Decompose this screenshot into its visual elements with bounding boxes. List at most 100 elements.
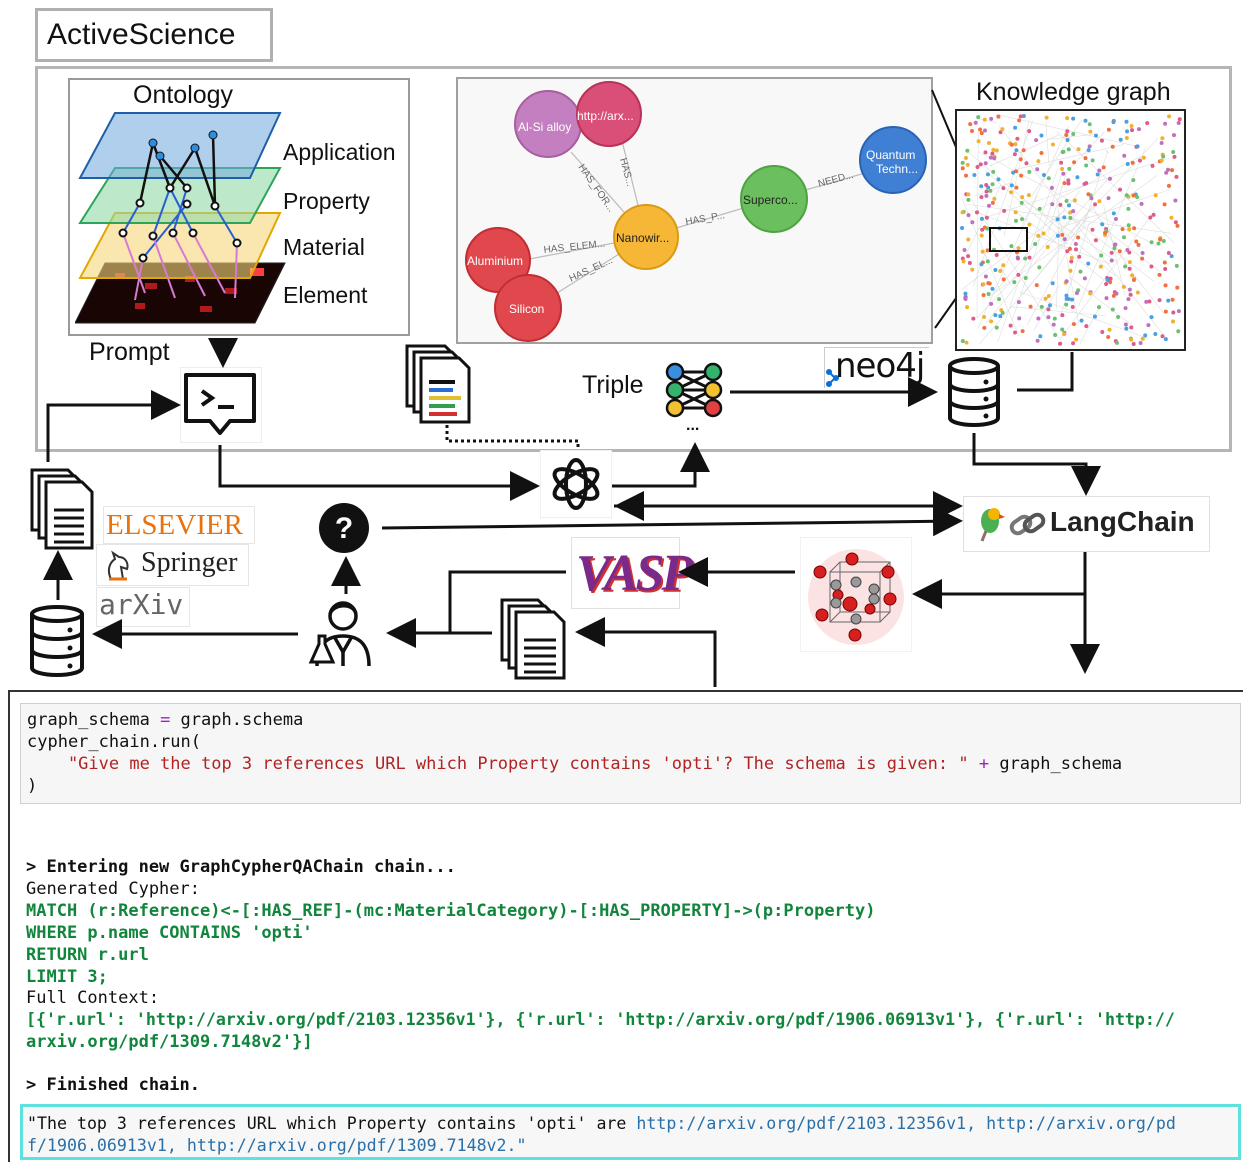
kg-node bbox=[1034, 138, 1039, 143]
kg-node bbox=[967, 260, 972, 265]
kg-node bbox=[1066, 147, 1071, 152]
kg-node bbox=[993, 267, 998, 272]
kg-node bbox=[996, 177, 1001, 182]
kg-edge bbox=[1003, 118, 1030, 237]
code-line-1: graph_schema = graph.schema bbox=[27, 710, 303, 730]
arxiv-logo: arXiv bbox=[96, 587, 190, 627]
kg-node bbox=[1065, 116, 1070, 121]
ontology-panel bbox=[68, 78, 410, 336]
kg-node bbox=[1140, 336, 1145, 341]
kg-node bbox=[1129, 128, 1134, 133]
kg-node bbox=[1035, 167, 1040, 172]
kg-edge bbox=[1021, 125, 1069, 228]
kg-node bbox=[1070, 305, 1075, 310]
kg-edge bbox=[1104, 149, 1110, 154]
ontology-title: Ontology bbox=[133, 81, 234, 109]
output-entering: > Entering new GraphCypherQAChain chain.… bbox=[26, 857, 456, 877]
kg-node bbox=[1033, 241, 1038, 246]
kg-node bbox=[1124, 136, 1129, 141]
notebook-output-frame bbox=[8, 690, 1243, 1162]
kg-node bbox=[1051, 322, 1056, 327]
kg-node bbox=[1114, 340, 1119, 345]
kg-node bbox=[1161, 154, 1166, 159]
kg-node bbox=[1110, 307, 1115, 312]
kg-node bbox=[980, 249, 985, 254]
kg-node bbox=[1000, 127, 1005, 132]
kg-node bbox=[1147, 299, 1152, 304]
kg-node bbox=[1060, 327, 1065, 332]
literature-database-icon bbox=[30, 605, 84, 677]
kg-node bbox=[1066, 178, 1071, 183]
kg-node bbox=[1176, 121, 1181, 126]
kg-node bbox=[1176, 309, 1181, 314]
kg-node bbox=[1123, 322, 1128, 327]
kg-node bbox=[1169, 254, 1174, 259]
kg-node bbox=[1023, 256, 1028, 261]
elsevier-text: ELSEVIER bbox=[106, 509, 243, 541]
kg-node bbox=[979, 262, 984, 267]
kg-node bbox=[1015, 136, 1020, 141]
answer-end-quote: " bbox=[516, 1136, 527, 1155]
kg-node bbox=[966, 237, 971, 242]
kg-node bbox=[1016, 272, 1021, 277]
kg-node bbox=[1158, 237, 1163, 242]
kg-edge bbox=[961, 197, 1019, 337]
kg-node bbox=[1140, 250, 1145, 255]
kg-node bbox=[1061, 149, 1066, 154]
code-cell[interactable]: graph_schema = graph.schema cypher_chain… bbox=[20, 703, 1241, 804]
kg-node bbox=[978, 162, 983, 167]
kg-node bbox=[983, 128, 988, 133]
kg-node bbox=[1166, 298, 1171, 303]
kg-node bbox=[1053, 332, 1058, 337]
kg-node bbox=[990, 200, 995, 205]
kg-node bbox=[1012, 280, 1017, 285]
kg-node bbox=[1070, 297, 1075, 302]
kg-node bbox=[970, 220, 975, 225]
kg-node bbox=[1016, 300, 1021, 305]
kg-node bbox=[982, 325, 987, 330]
kg-node bbox=[1013, 142, 1018, 147]
kg-node bbox=[1071, 322, 1076, 327]
kg-node bbox=[1171, 310, 1176, 315]
kg-node bbox=[1039, 133, 1044, 138]
kg-node bbox=[1046, 315, 1051, 320]
output-full-context: Full Context: bbox=[26, 988, 160, 1008]
kg-node bbox=[992, 196, 997, 201]
kg-node bbox=[1014, 148, 1019, 153]
answer-links-2[interactable]: f/1906.06913v1, http://arxiv.org/pdf/130… bbox=[27, 1136, 517, 1155]
kg-node bbox=[1159, 158, 1164, 163]
documents-icon bbox=[405, 344, 471, 424]
node-label-quantum: Quantum bbox=[866, 148, 915, 162]
kg-edge bbox=[998, 125, 1167, 340]
kg-node bbox=[1037, 265, 1042, 270]
kg-node bbox=[1166, 183, 1171, 188]
node-silicon bbox=[494, 274, 562, 342]
kg-node bbox=[998, 314, 1003, 319]
kg-node bbox=[1123, 306, 1128, 311]
springer-horse-icon bbox=[107, 550, 129, 581]
kg-node bbox=[991, 169, 996, 174]
graph-database-icon bbox=[948, 357, 1000, 427]
knowledge-graph-view bbox=[931, 89, 1186, 351]
kg-node bbox=[1104, 282, 1109, 287]
answer-line-1: "The top 3 references URL which Property… bbox=[27, 1114, 1176, 1133]
kg-edge bbox=[1060, 138, 1159, 243]
kg-node bbox=[1136, 242, 1141, 247]
kg-node bbox=[972, 173, 977, 178]
kg-node bbox=[1021, 148, 1026, 153]
kg-edge bbox=[1060, 210, 1156, 339]
kg-node bbox=[1163, 266, 1168, 271]
kg-node bbox=[1097, 199, 1102, 204]
kg-node bbox=[1101, 165, 1106, 170]
springer-logo: Springer bbox=[96, 544, 249, 586]
kg-node bbox=[1069, 259, 1074, 264]
answer-links-1[interactable]: http://arxiv.org/pdf/2103.12356v1, http:… bbox=[636, 1114, 1176, 1133]
kg-node bbox=[960, 166, 965, 171]
kg-node bbox=[1078, 269, 1083, 274]
kg-node bbox=[1166, 167, 1171, 172]
kg-node bbox=[1123, 264, 1128, 269]
kg-edge bbox=[965, 149, 1116, 277]
kg-node bbox=[1045, 244, 1050, 249]
kg-node bbox=[1011, 170, 1016, 175]
kg-node bbox=[1099, 138, 1104, 143]
